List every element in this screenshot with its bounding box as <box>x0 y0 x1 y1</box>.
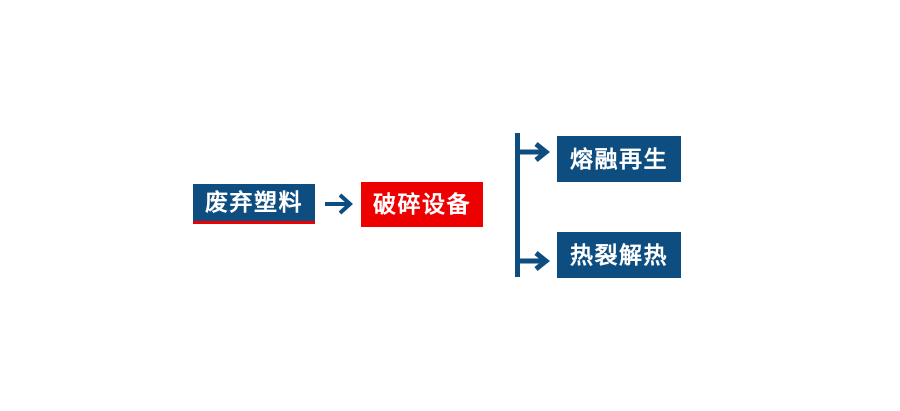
node-waste-plastic[interactable]: 废弃塑料 <box>193 184 315 224</box>
node-crushing-equipment-label: 破碎设备 <box>373 191 471 217</box>
node-melt-regeneration-label: 熔融再生 <box>570 145 668 172</box>
node-waste-plastic-label: 废弃塑料 <box>205 189 303 215</box>
node-pyrolysis-heat-label: 热裂解热 <box>570 241 668 268</box>
node-melt-regeneration[interactable]: 熔融再生 <box>557 136 681 182</box>
node-crushing-equipment[interactable]: 破碎设备 <box>361 182 483 227</box>
branch-split-icon <box>505 126 565 286</box>
node-pyrolysis-heat[interactable]: 热裂解热 <box>557 232 681 278</box>
arrow-right-icon <box>320 188 358 220</box>
